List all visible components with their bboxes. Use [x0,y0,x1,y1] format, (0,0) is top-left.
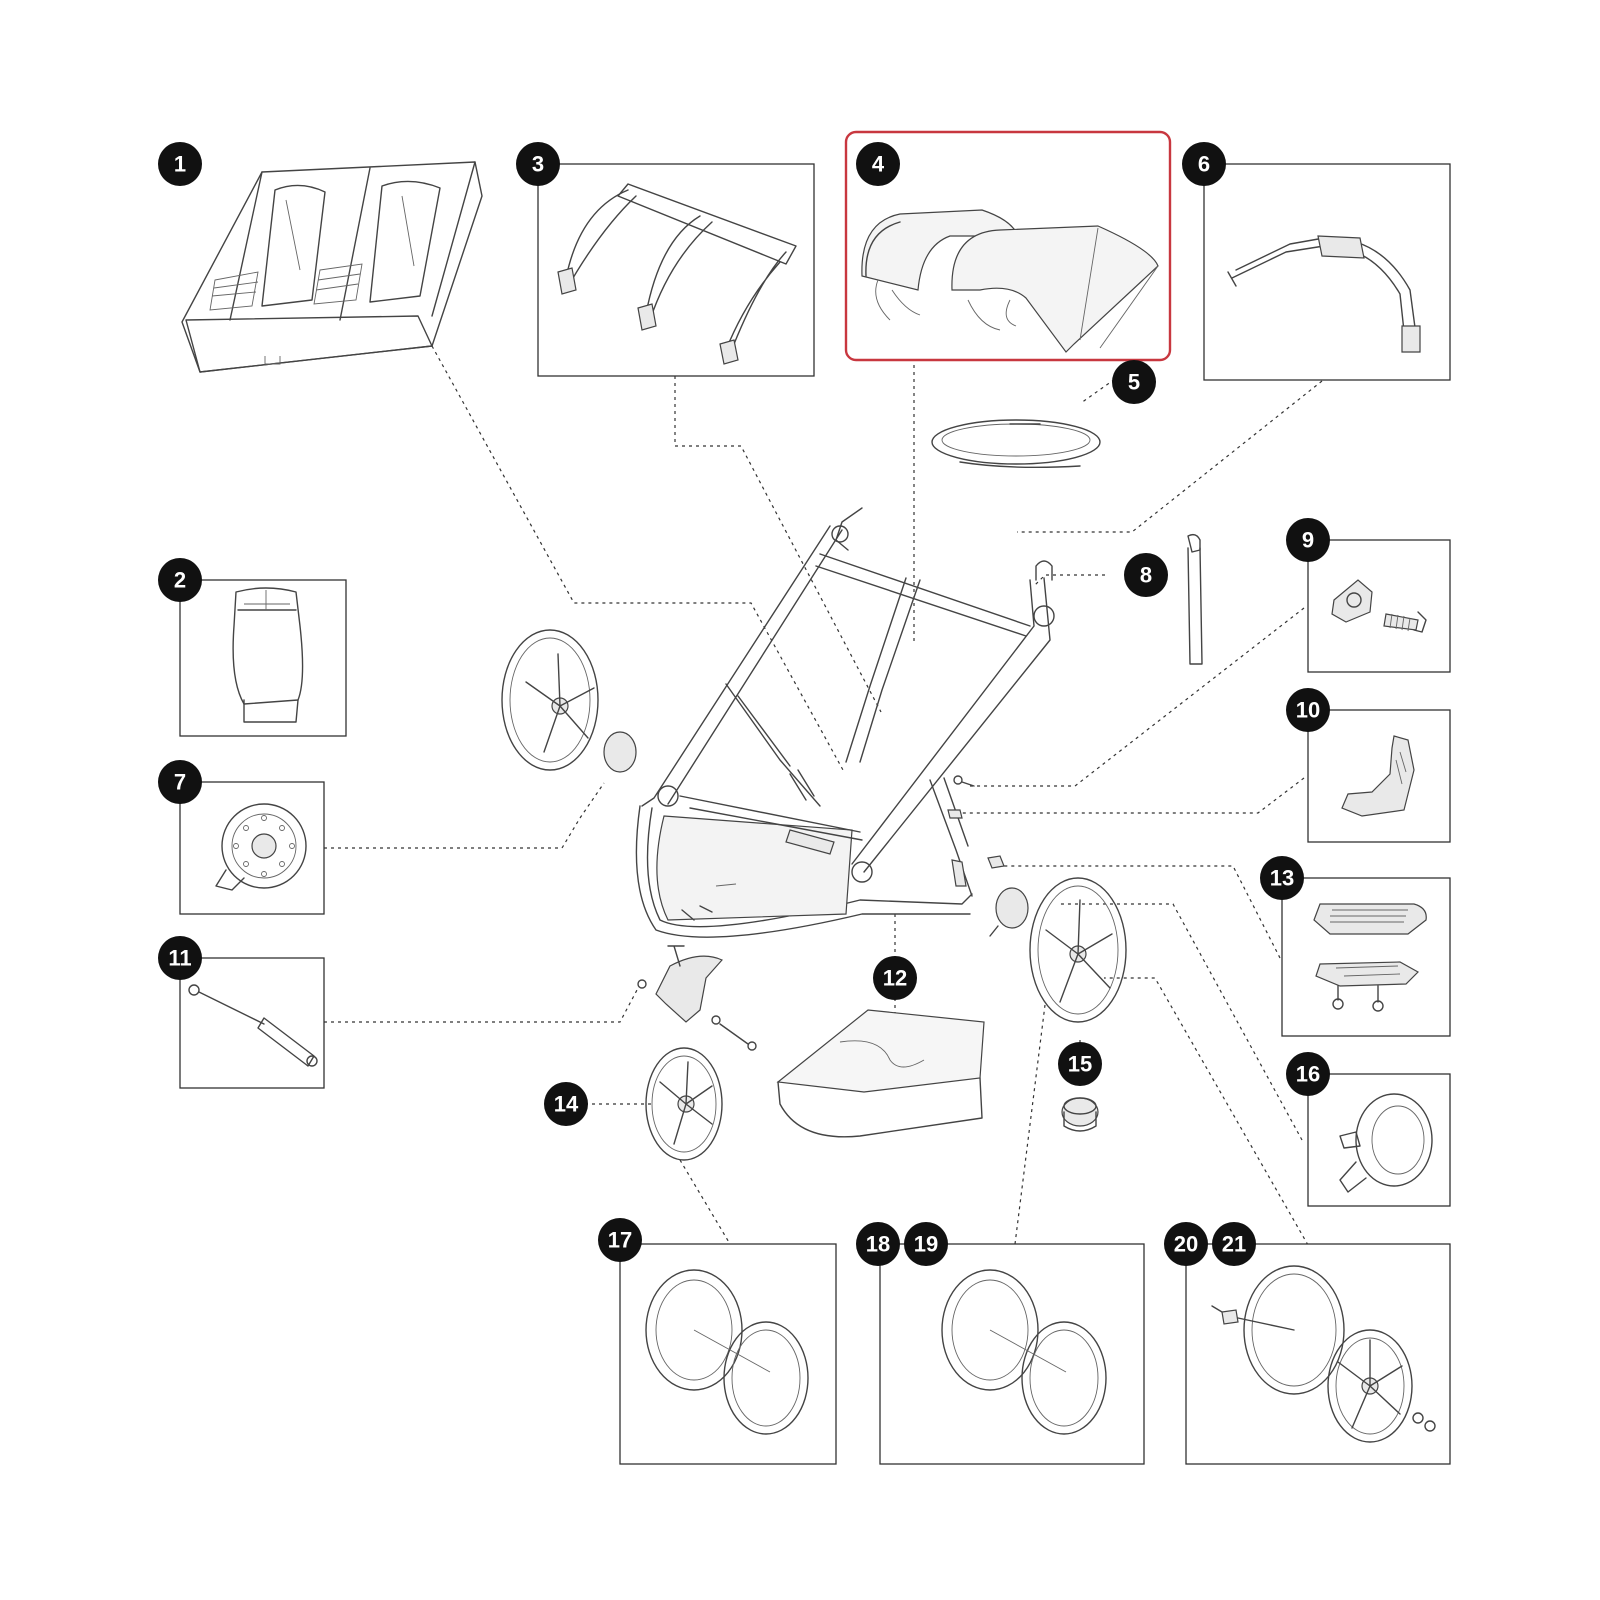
leader-lines [324,330,1323,1246]
badge-14[interactable]: 14 [544,1082,588,1126]
svg-text:21: 21 [1222,1232,1246,1257]
foot-brake-icon [1313,903,1427,1012]
badge-5[interactable]: 5 [1112,360,1156,404]
svg-text:13: 13 [1270,866,1294,891]
badge-3[interactable]: 3 [516,142,560,186]
part-20-21-frame [1185,1243,1451,1465]
svg-text:8: 8 [1140,563,1152,588]
svg-text:3: 3 [532,152,544,177]
handlebar-icon [1227,235,1421,353]
clip-screw-icon [1331,579,1427,633]
badge-8[interactable]: 8 [1124,553,1168,597]
stroller-frame-icon [635,507,1055,938]
badge-19[interactable]: 19 [904,1222,948,1266]
badge-12[interactable]: 12 [873,956,917,1000]
tire-tube-icon [645,1269,809,1435]
svg-text:9: 9 [1302,528,1314,553]
part-13-frame [1281,877,1451,1037]
part-10-frame [1307,709,1451,843]
svg-text:2: 2 [174,568,186,593]
brake-drum-icon [1339,1093,1433,1193]
badge-18[interactable]: 18 [856,1222,900,1266]
svg-text:20: 20 [1174,1232,1198,1257]
badge-21[interactable]: 21 [1212,1222,1256,1266]
part-2-frame [179,579,347,737]
rear-wheel-left-icon [501,629,637,773]
badge-11[interactable]: 11 [158,936,202,980]
svg-text:19: 19 [914,1232,938,1257]
badge-7[interactable]: 7 [158,760,202,804]
part-18-19-frame [879,1243,1145,1465]
seat-pad-icon [232,587,304,723]
small-screw-icon [953,775,975,787]
part-9-frame [1307,539,1451,673]
badge-1[interactable]: 1 [158,142,202,186]
rear-wheel-icon [1211,1265,1436,1443]
svg-text:15: 15 [1068,1052,1092,1077]
badge-4[interactable]: 4 [856,142,900,186]
svg-text:6: 6 [1198,152,1210,177]
svg-text:7: 7 [174,770,186,795]
svg-text:1: 1 [174,152,186,177]
front-wheel-icon [645,1047,723,1161]
svg-text:5: 5 [1128,370,1140,395]
svg-text:18: 18 [866,1232,890,1257]
badge-13[interactable]: 13 [1260,856,1304,900]
svg-text:12: 12 [883,966,907,991]
part-11-frame [179,957,325,1089]
hub-icon [215,803,307,891]
badge-9[interactable]: 9 [1286,518,1330,562]
axle-bolt-icon [188,984,318,1067]
badge-6[interactable]: 6 [1182,142,1226,186]
cap-icon [1061,1097,1099,1132]
part-16-frame [1307,1073,1451,1207]
svg-text:4: 4 [872,152,885,177]
svg-text:11: 11 [168,946,191,971]
canopy-icon [861,209,1159,353]
badge-10[interactable]: 10 [1286,688,1330,732]
badge-20[interactable]: 20 [1164,1222,1208,1266]
front-fork-icon [637,945,757,1051]
svg-text:14: 14 [554,1092,579,1117]
svg-text:16: 16 [1296,1062,1320,1087]
svg-text:10: 10 [1296,698,1320,723]
badge-16[interactable]: 16 [1286,1052,1330,1096]
bracket-icon [1341,735,1415,817]
badge-2[interactable]: 2 [158,558,202,602]
badge-17[interactable]: 17 [598,1218,642,1262]
svg-text:17: 17 [608,1228,632,1253]
double-seat-icon [181,161,483,373]
small-clip-icon [987,855,1005,869]
part-3-frame [537,163,815,377]
basket-icon [776,1009,985,1138]
wrist-strap-icon [1187,533,1203,665]
rear-wheel-right-icon [989,877,1127,1023]
cord-icon [931,419,1101,469]
canopy-frame-icon [557,183,797,365]
badge-15[interactable]: 15 [1058,1042,1102,1086]
tire-tube-icon [941,1269,1107,1435]
